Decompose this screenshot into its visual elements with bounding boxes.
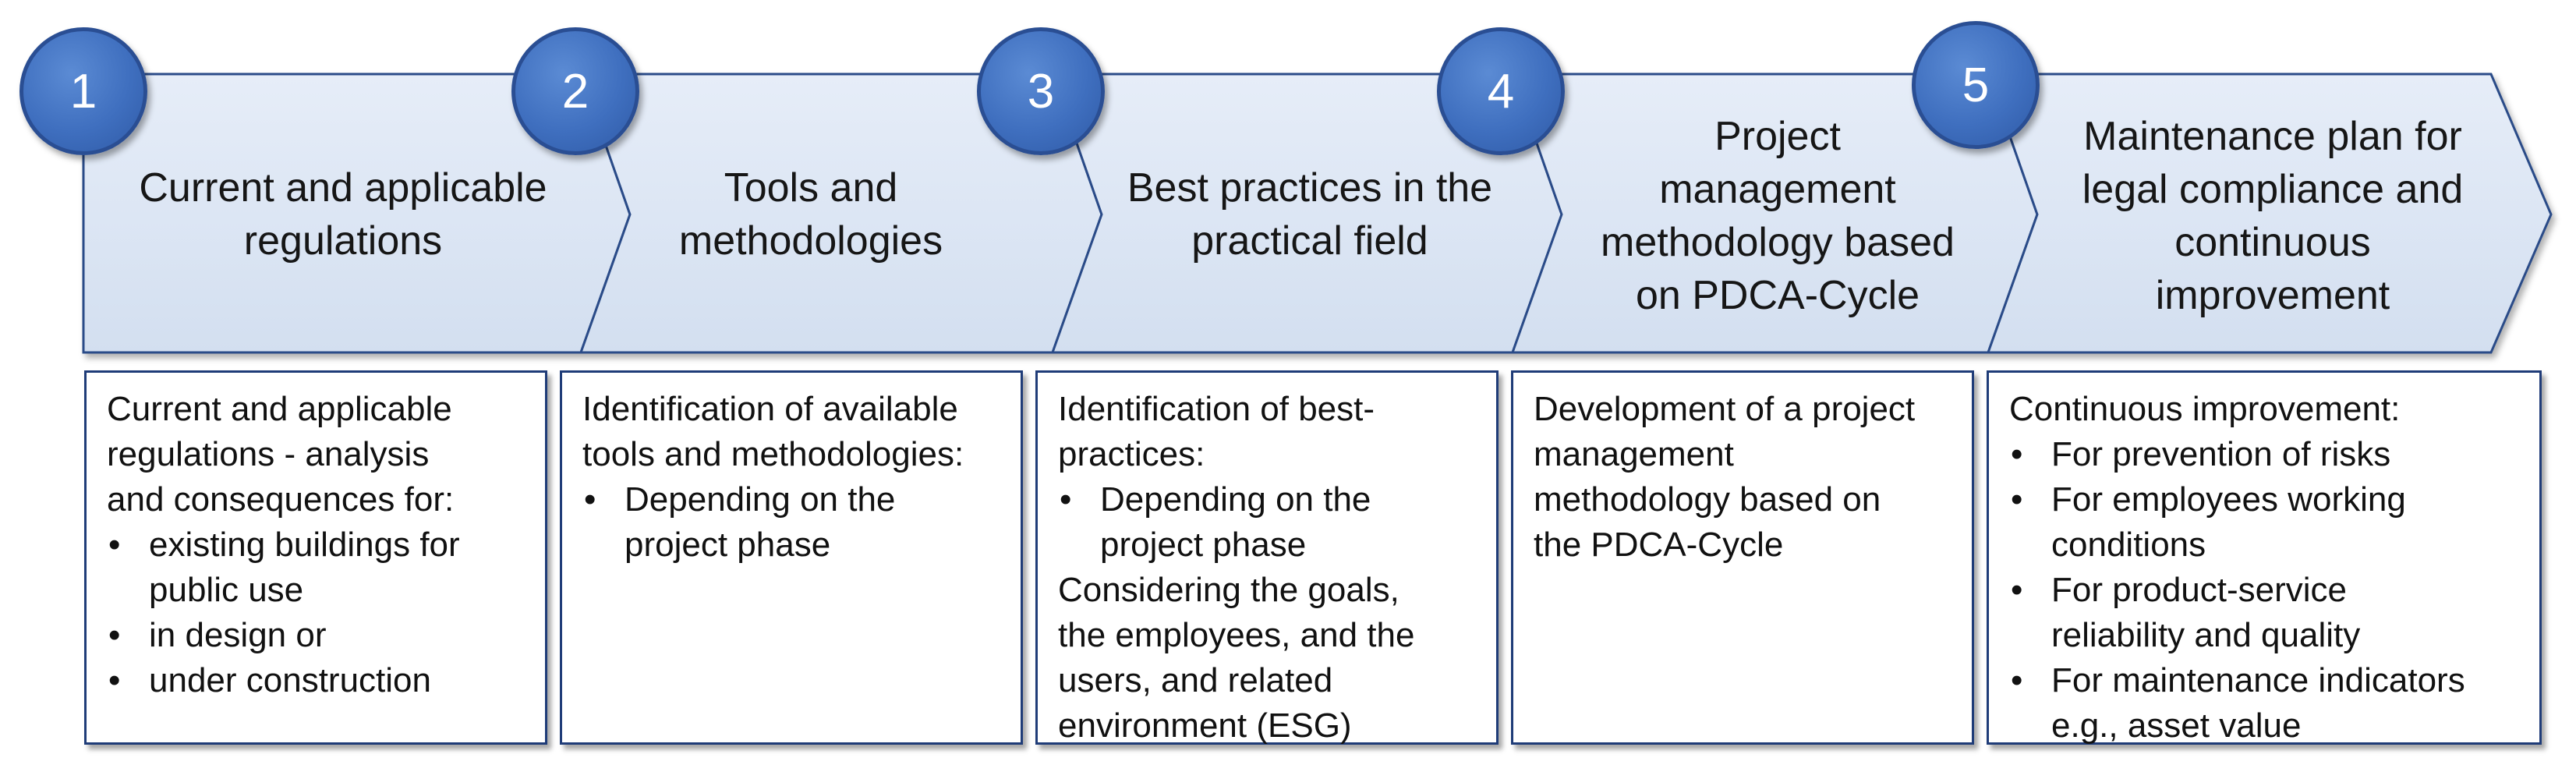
detail-bullet-item: For maintenance indicators e.g., asset v… — [2009, 658, 2528, 749]
detail-text-line: regulations - analysis — [107, 435, 430, 473]
detail-bullet-item: For employees working conditions — [2009, 477, 2528, 568]
detail-bullet-item: existing buildings for public use — [107, 522, 534, 613]
detail-text-line: Continuous improvement: — [2009, 390, 2401, 428]
detail-text-line: Current and applicable — [107, 390, 452, 428]
detail-text-line: environment (ESG) — [1058, 706, 1352, 745]
detail-text-line: the PDCA-Cycle — [1534, 526, 1784, 564]
step-3-title: Best practices in the practical field — [1127, 165, 1493, 264]
detail-bullet-item: Depending on the project phase — [1058, 477, 1485, 568]
step-3-detail-box: Identification of best-practices: Dependi… — [1035, 370, 1499, 745]
step-1-detail-box: Current and applicable regulations - anal… — [84, 370, 547, 745]
detail-text-line: and consequences for: — [107, 480, 455, 519]
detail-text-line: Identification of available — [582, 390, 958, 428]
detail-bullet-item: in design or — [107, 613, 534, 658]
step-4-number-badge: 4 — [1437, 27, 1565, 155]
step-2-title: Tools and methodologies — [678, 165, 943, 264]
step-5-title: Maintenance plan for legal compliance an… — [2082, 114, 2464, 318]
detail-bullet-list: Depending on the project phase — [1058, 477, 1485, 568]
detail-bullet-item: For product-service reliability and qual… — [2009, 568, 2528, 658]
step-1-number-badge: 1 — [19, 27, 147, 155]
detail-text-line: management — [1534, 435, 1734, 473]
detail-bullet-item: Depending on the project phase — [582, 477, 1010, 568]
detail-text-line: methodology based on — [1534, 480, 1881, 519]
detail-text-line: Development of a project — [1534, 390, 1916, 428]
step-3-number-badge: 3 — [977, 27, 1105, 155]
detail-text-line: Identification of best- — [1058, 390, 1375, 428]
detail-bullet-list: existing buildings for public usein desi… — [107, 522, 534, 703]
detail-text-line: Considering the goals, — [1058, 571, 1399, 609]
detail-bullet-item: under construction — [107, 658, 534, 703]
step-1-title: Current and applicable regulations — [139, 165, 547, 264]
detail-text-line: tools and methodologies: — [582, 435, 964, 473]
detail-bullet-list: Depending on the project phase — [582, 477, 1010, 568]
step-2-number-badge: 2 — [511, 27, 639, 155]
step-4-detail-box: Development of a project management method… — [1511, 370, 1974, 745]
step-4-title: Project management methodology based on … — [1601, 114, 1955, 318]
step-5-number-badge: 5 — [1912, 21, 2040, 149]
detail-bullet-item: For prevention of risks — [2009, 432, 2528, 477]
step-5-detail-box: Continuous improvement: For prevention of… — [1987, 370, 2542, 745]
detail-text-line: users, and related — [1058, 661, 1333, 699]
detail-bullet-list: For prevention of risksFor employees wor… — [2009, 432, 2528, 749]
detail-text-line: the employees, and the — [1058, 616, 1415, 654]
detail-text-line: practices: — [1058, 435, 1205, 473]
chevron-5 — [1986, 73, 2553, 354]
step-2-detail-box: Identification of available tools and met… — [560, 370, 1023, 745]
